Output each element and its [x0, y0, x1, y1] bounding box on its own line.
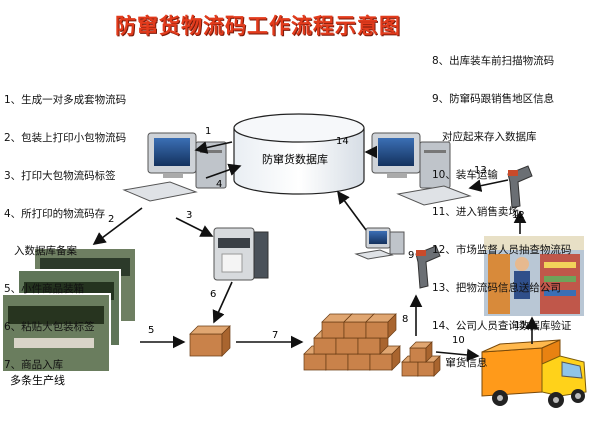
arrow-number-7: 7 [272, 330, 279, 341]
stacked-boxes-warehouse [303, 313, 401, 371]
arrow-number-12: 12 [512, 210, 525, 221]
arrow-2 [92, 207, 143, 245]
computer-small-icon [354, 227, 405, 260]
step-item: 对应起来存入数据库 [432, 130, 537, 143]
step-item: 5、小件商品装箱 [4, 283, 85, 296]
step-item: 9、防窜码跟销售地区信息 [432, 92, 555, 105]
arrow-10 [435, 348, 480, 362]
box-face [221, 325, 231, 357]
delivery-truck-icon [481, 339, 587, 408]
arrow-number-10: 10 [452, 335, 465, 346]
label-printer-icon [213, 227, 269, 281]
box-face [347, 353, 371, 371]
diagram-title: 防窜货物流码工作流程示意图 [115, 14, 401, 38]
box-face [387, 313, 397, 339]
step-item: 4、所打印的物流码存 [4, 207, 106, 220]
computer-right-icon [371, 132, 472, 206]
step-item: 3、打印大包物流码标签 [4, 169, 116, 182]
box-face [391, 345, 401, 371]
step-item: 8、出库装车前扫描物流码 [432, 55, 555, 68]
box-face [357, 337, 381, 355]
box-face [401, 361, 419, 377]
box-face [409, 347, 427, 363]
arrow-13 [468, 179, 509, 192]
production-line-label: 多条生产线 [10, 374, 65, 387]
box-face [425, 341, 433, 363]
arrow-number-4: 4 [216, 179, 223, 190]
step-item: 11、进入销售卖场 [432, 206, 519, 219]
arrow-6 [212, 281, 233, 324]
barcode-scanner-top-icon [507, 165, 533, 209]
arrow-number-3: 3 [186, 210, 193, 221]
box-face [303, 353, 327, 371]
supermarket-photo [484, 236, 584, 316]
step-item: 10、装车运输 [432, 168, 498, 181]
step-item: 14、公司人员查询数据库验证 [432, 319, 572, 332]
box-face [335, 337, 359, 355]
step-item: 6、粘贴大包装标签 [4, 320, 95, 333]
arrow-number-11: 11 [514, 320, 527, 331]
database-cylinder [233, 113, 365, 195]
step-item: 2、包装上打印小包物流码 [4, 131, 127, 144]
computer-left-icon [122, 132, 227, 202]
step-item: 1、生成一对多成套物流码 [4, 94, 127, 107]
arrow-3 [175, 217, 214, 237]
step-item: 13、把物流码信息送给公司 [432, 281, 561, 294]
flow-arrows [92, 141, 539, 362]
step-item: 入数据库备案 [4, 245, 78, 258]
single-box-small [189, 325, 231, 357]
box-face [433, 355, 441, 377]
arrow-number-13: 13 [474, 165, 487, 176]
arrow-9 [337, 190, 367, 231]
steps-list-left: 1、生成一对多成套物流码 2、包装上打印小包物流码 3、打印大包物流码标签 4、… [4, 69, 126, 396]
arrow-4 [205, 163, 242, 179]
arrow-number-8: 8 [402, 314, 409, 325]
arrow-number-1: 1 [205, 126, 212, 137]
production-line-photos [1, 247, 137, 373]
boxes-loading [401, 341, 441, 377]
arrow-number-9: 9 [408, 250, 415, 261]
arrow-number-6: 6 [210, 289, 217, 300]
arrow-number-2: 2 [108, 214, 115, 225]
box-face [343, 321, 367, 339]
step-item: 7、商品入库 [4, 358, 64, 371]
box-face [189, 333, 223, 357]
step-item: 窜货信息 [432, 357, 488, 370]
arrow-number-5: 5 [148, 325, 155, 336]
box-face [313, 337, 337, 355]
barcode-scanner-mid-icon [415, 245, 441, 289]
box-face [365, 321, 389, 339]
box-face [321, 321, 345, 339]
database-label: 防窜货数据库 [262, 153, 328, 166]
arrow-1 [194, 141, 233, 154]
step-item: 12、市场监督人员抽查物流码 [432, 244, 572, 257]
steps-list-right: 8、出库装车前扫描物流码 9、防窜码跟销售地区信息 对应起来存入数据库 10、装… [432, 30, 571, 395]
box-face [325, 353, 349, 371]
arrow-number-14: 14 [336, 136, 349, 147]
box-face [369, 353, 393, 371]
